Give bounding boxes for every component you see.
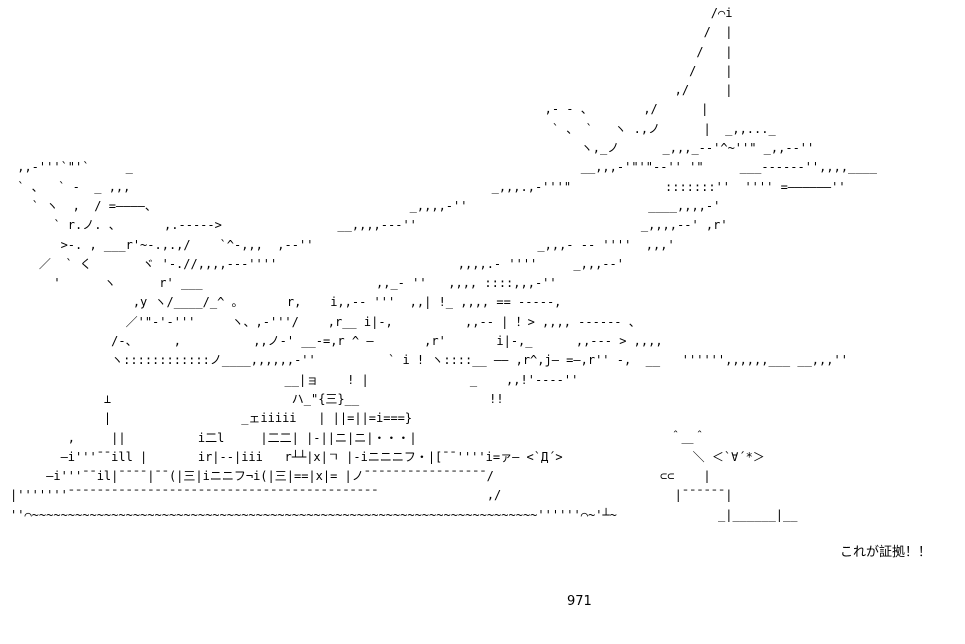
- ascii-art-airplane-and-ship: /⌒i / |: [10, 6, 877, 522]
- ship-hull-number: 971: [567, 594, 592, 609]
- caption-this-is-proof: これが証拠！！: [840, 545, 932, 560]
